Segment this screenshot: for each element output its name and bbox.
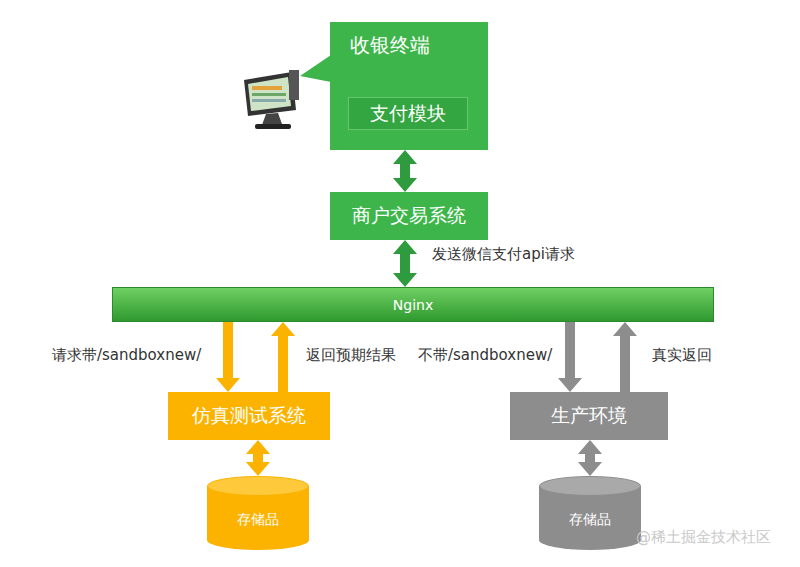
node-label: 存储品 bbox=[569, 511, 611, 529]
edge-label: 不带/sandboxnew/ bbox=[418, 346, 552, 365]
block-arrow bbox=[271, 322, 295, 392]
block-arrow bbox=[246, 440, 270, 476]
edge-label: 发送微信支付api请求 bbox=[432, 245, 575, 264]
node-label: 仿真测试系统 bbox=[192, 403, 306, 429]
gateway-band: Nginx bbox=[112, 287, 714, 322]
node-label: 收银终端 bbox=[350, 32, 430, 59]
terminal-box: 收银终端支付模块 bbox=[330, 22, 488, 150]
block-arrow bbox=[613, 322, 637, 392]
block-arrow bbox=[393, 150, 417, 192]
node-label: 支付模块 bbox=[370, 101, 446, 127]
node-label: 存储品 bbox=[237, 511, 279, 529]
pos-terminal-illustration bbox=[244, 70, 299, 129]
storage-cylinder: 存储品 bbox=[539, 476, 641, 550]
block-arrow bbox=[216, 322, 240, 392]
node-label: 生产环境 bbox=[551, 403, 627, 429]
module-box: 支付模块 bbox=[348, 97, 468, 130]
block-arrow bbox=[578, 440, 602, 476]
edge-label: 返回预期结果 bbox=[306, 346, 396, 365]
block-arrow bbox=[558, 322, 582, 392]
production-box: 生产环境 bbox=[510, 392, 668, 440]
node-label: 商户交易系统 bbox=[352, 203, 466, 229]
edge-label: 请求带/sandboxnew/ bbox=[52, 346, 201, 365]
sandbox-box: 仿真测试系统 bbox=[168, 392, 330, 440]
process-box: 商户交易系统 bbox=[330, 192, 488, 240]
speech-tail bbox=[300, 55, 331, 82]
storage-cylinder: 存储品 bbox=[207, 476, 309, 550]
node-label: Nginx bbox=[393, 297, 433, 313]
edge-label: 真实返回 bbox=[652, 346, 712, 365]
watermark: @稀土掘金技术社区 bbox=[636, 528, 771, 547]
block-arrow bbox=[393, 240, 417, 287]
